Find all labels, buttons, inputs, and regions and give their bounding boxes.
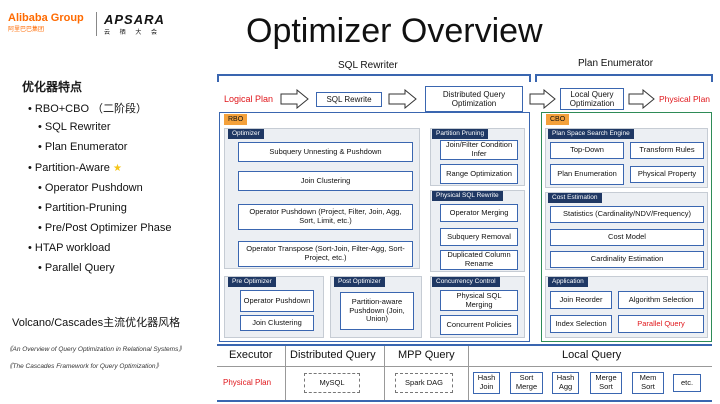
mem-sort-box: Mem Sort [632,372,664,394]
arrow-icon [628,89,655,109]
sort-merge-box: Sort Merge [510,372,543,394]
apsara-logo: APSARA 云 栖 大 会 [104,12,165,36]
pre-operator-pushdown-box: Operator Pushdown [240,290,314,312]
index-selection-box: Index Selection [550,315,612,333]
plan-enumerator-bracket [535,74,712,76]
operator-merging-box: Operator Merging [440,204,518,222]
duplicated-column-rename-box: Duplicated Column Rename [440,250,518,270]
alibaba-group-logo: Alibaba Group 阿里巴巴集团 [8,12,84,33]
arrow-icon [529,89,556,109]
algorithm-selection-box: Algorithm Selection [618,291,704,309]
physical-sql-merging-box: Physical SQL Merging [440,290,518,311]
bullet-pre-post-optimizer: • Pre/Post Optimizer Phase [38,222,172,234]
bracket-right-end-tick [711,74,713,82]
alibaba-logo-text: Alibaba Group [8,12,84,24]
sql-rewriter-label: SQL Rewriter [338,60,398,71]
cost-estimation-header: Cost Estimation [548,193,602,203]
transform-rules-box: Transform Rules [630,142,704,159]
logo-divider [96,12,97,36]
spark-dag-box: Spark DAG [395,373,453,393]
pre-optimizer-header: Pre Optimizer [228,277,276,287]
bullet-htap-workload: • HTAP workload [28,242,111,254]
concurrent-policies-box: Concurrent Policies [440,315,518,335]
executor-label: Executor [229,349,273,361]
cbo-badge: CBO [546,114,570,125]
star-icon: ★ [112,163,122,174]
concurrency-control-header: Concurrency Control [432,277,500,287]
operator-pushdown-box: Operator Pushdown (Project, Filter, Join… [238,204,413,230]
arrow-icon [280,89,309,109]
parallel-query-box: Parallel Query [618,315,704,333]
bullet-partition-aware-label: • Partition-Aware [28,162,110,174]
operator-transpose-box: Operator Transpose (Sort-Join, Filter-Ag… [238,241,413,267]
executor-divider [384,346,385,400]
rbo-badge: RBO [224,114,248,125]
bullet-sql-rewriter: • SQL Rewriter [38,121,111,133]
post-optimizer-header: Post Optimizer [334,277,385,287]
cardinality-estimation-box: Cardinality Estimation [550,251,704,268]
plan-enumerator-label: Plan Enumerator [578,58,654,69]
bullet-partition-aware: • Partition-Aware ★ [28,162,122,174]
local-query-optimization-box: Local Query Optimization [560,88,624,110]
bracket-left-tick [217,74,219,82]
bullet-rbo-cbo: • RBO+CBO （二阶段） [28,103,148,115]
page-title: Optimizer Overview [246,12,543,50]
executor-mid-line [217,366,712,367]
hash-join-box: Hash Join [473,372,500,394]
mysql-box: MySQL [304,373,360,393]
optimizer-header: Optimizer [228,129,264,139]
bracket-right-start-tick [535,74,537,82]
arrow-icon [388,89,417,109]
condition-infer-box: Join/Filter Condition Infer [440,140,518,160]
rbo-container [219,112,530,342]
distributed-query-optimization-box: Distributed Query Optimization [425,86,523,112]
logical-plan-label: Logical Plan [224,94,274,104]
sidebar-heading: 优化器特点 [22,80,83,94]
join-reorder-box: Join Reorder [550,291,612,309]
alibaba-logo-subtext: 阿里巴巴集团 [8,27,45,33]
local-query-label: Local Query [562,349,622,361]
apsara-logo-text: APSARA [104,12,165,27]
merge-sort-box: Merge Sort [590,372,622,394]
plan-enumeration-box: Plan Enumeration [550,164,624,185]
sql-rewriter-bracket [217,74,530,76]
executor-bottom-line [217,400,712,402]
physical-property-box: Physical Property [630,166,704,183]
executor-divider [285,346,286,400]
bullet-plan-enumerator: • Plan Enumerator [38,141,128,153]
executor-divider [468,346,469,400]
application-header: Application [548,277,588,287]
sql-rewrite-box: SQL Rewrite [316,92,382,107]
reference-2: 《The Cascades Framework for Query Optimi… [6,363,163,370]
reference-1: 《An Overview of Query Optimization in Re… [6,346,185,353]
pre-join-clustering-box: Join Clustering [240,315,314,331]
bullet-operator-pushdown: • Operator Pushdown [38,182,143,194]
hash-agg-box: Hash Agg [552,372,579,394]
partition-pruning-header: Partition Pruning [432,129,489,139]
top-down-box: Top-Down [550,142,624,159]
plan-space-header: Plan Space Search Engine [548,129,634,139]
bullet-partition-pruning: • Partition-Pruning [38,202,127,214]
executor-physical-plan-label: Physical Plan [223,378,272,387]
range-optimization-box: Range Optimization [440,164,518,184]
bullet-parallel-query: • Parallel Query [38,262,115,274]
etc-box: etc. [673,374,701,392]
cbo-container [541,112,712,342]
subquery-removal-box: Subquery Removal [440,228,518,246]
join-clustering-box: Join Clustering [238,171,413,191]
partition-aware-pushdown-box: Partition-aware Pushdown (Join, Union) [340,292,414,330]
bracket-mid-tick [529,74,531,82]
statistics-box: Statistics (Cardinality/NDV/Frequency) [550,206,704,223]
apsara-logo-subtext: 云 栖 大 会 [104,30,162,36]
cost-model-box: Cost Model [550,229,704,246]
physical-sql-rewrite-header: Physical SQL Rewrite [432,191,503,201]
sidebar-footer: Volcano/Cascades主流优化器风格 [12,317,181,329]
executor-top-line [217,344,712,346]
subquery-unnesting-box: Subquery Unnesting & Pushdown [238,142,413,162]
distributed-query-label: Distributed Query [290,349,376,361]
mpp-query-label: MPP Query [398,349,455,361]
physical-plan-label: Physical Plan [659,94,711,104]
